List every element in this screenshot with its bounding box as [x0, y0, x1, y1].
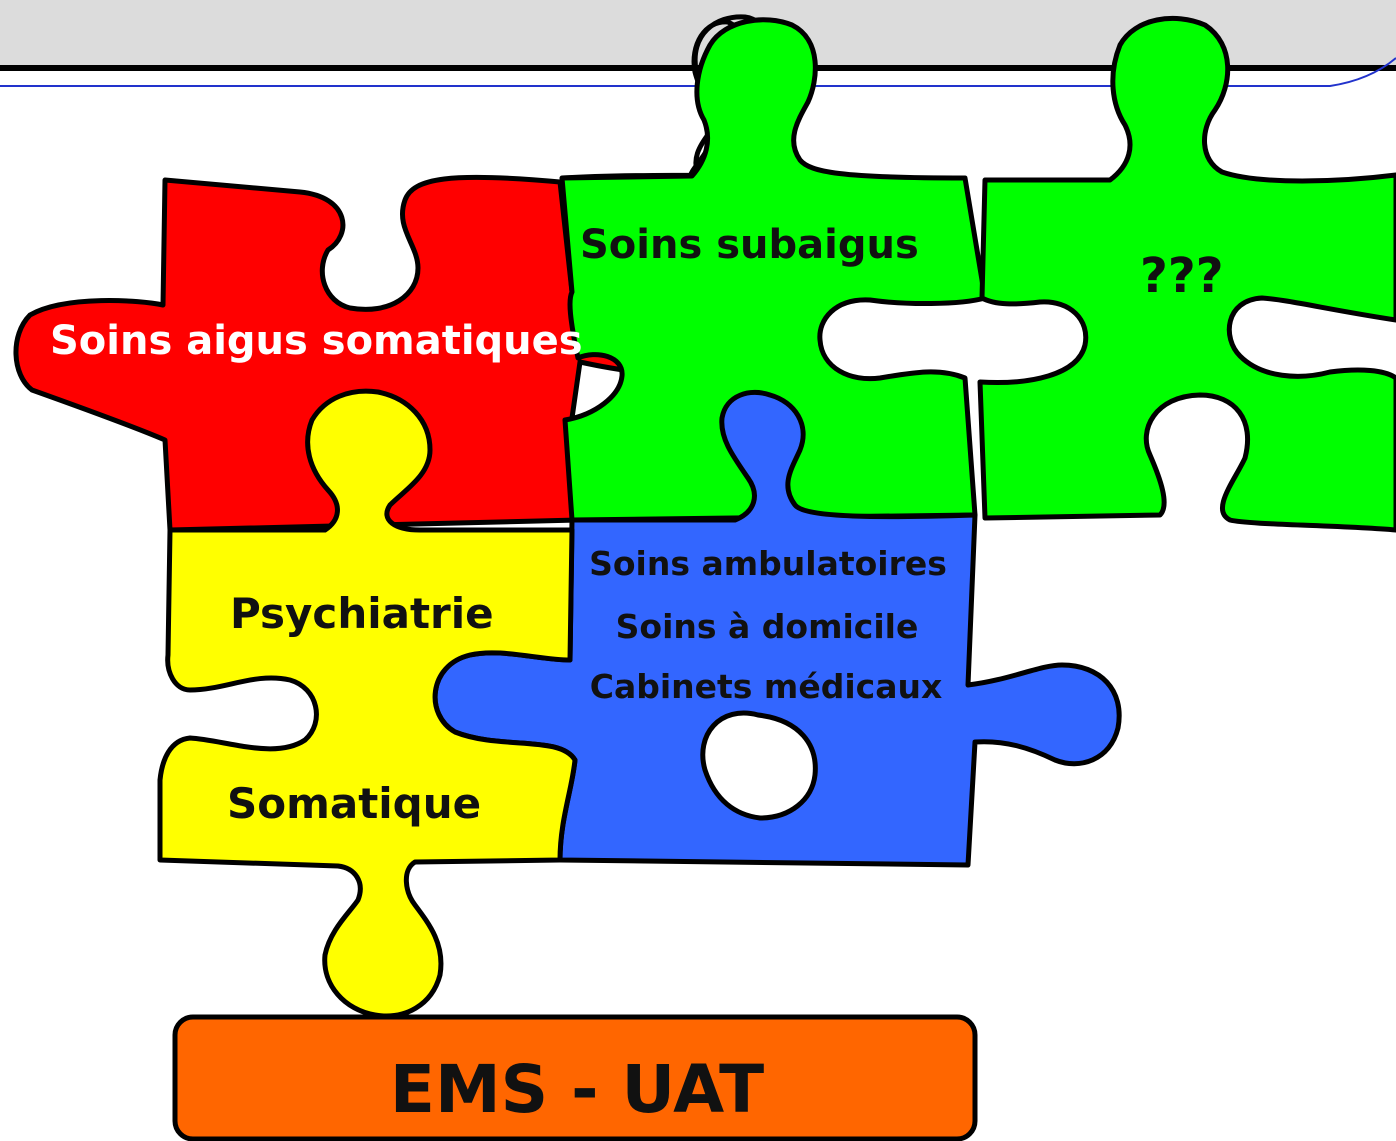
blue-piece-line-2: Soins à domicile — [616, 607, 919, 646]
green-left-piece-label: Soins subaigus — [580, 222, 919, 268]
base-box-label: EMS - UAT — [390, 1051, 764, 1128]
green-right-puzzle-piece — [977, 15, 1396, 533]
green-left-puzzle-piece-body — [559, 17, 988, 523]
yellow-puzzle-piece — [157, 388, 578, 1019]
red-piece-label: Soins aigus somatiques — [50, 318, 583, 364]
green-right-piece-label: ??? — [1140, 248, 1224, 304]
yellow-piece-label-top: Psychiatrie — [230, 589, 494, 638]
blue-piece-line-1: Soins ambulatoires — [589, 544, 947, 583]
yellow-piece-label-bottom: Somatique — [227, 779, 481, 828]
blue-piece-line-3: Cabinets médicaux — [590, 667, 943, 706]
base-box — [172, 1014, 978, 1141]
